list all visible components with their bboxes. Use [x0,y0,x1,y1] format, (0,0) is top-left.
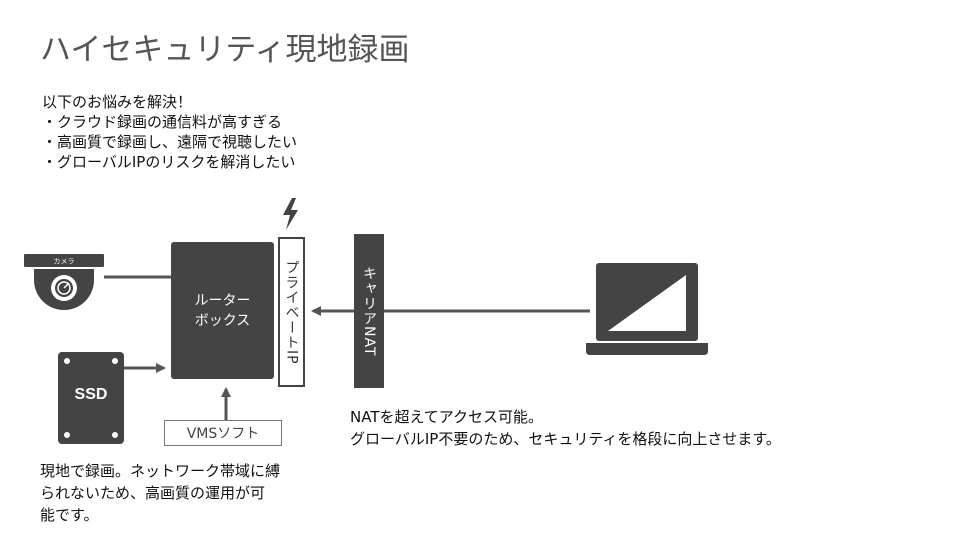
private-ip-label: プライベートIP [283,259,300,365]
problem-item: ・高画質で録画し、遠隔で視聴したい [42,133,298,151]
problem-item: ・グローバルIPのリスクを解消したい [42,153,296,171]
problem-heading: 以下のお悩みを解決！ [42,93,193,111]
problem-item: ・クラウド録画の通信料が高すぎる [42,113,283,131]
carrier-nat-box: キャリアNAT [354,234,384,388]
camera-icon: カメラ [24,254,104,310]
camera-label: カメラ [54,258,75,266]
router-box: ルーター ボックス [171,242,274,379]
note-line: NATを超えてアクセス可能。 [350,408,543,426]
note-line: 能です。 [40,506,99,524]
ssd-label: SSD [74,386,108,403]
nat-access-note: NATを超えてアクセス可能。 グローバルIP不要のため、セキュリティを格段に向上… [350,406,781,450]
router-label-line: ボックス [194,312,251,329]
vms-software-box: VMSソフト [164,420,282,446]
carrier-nat-label: キャリアNAT [361,265,377,357]
router-label-line: ルーター [194,292,251,309]
lightning-icon [283,198,298,230]
laptop-icon [586,263,708,355]
page-title: ハイセキュリティ現地録画 [40,32,410,68]
note-line: 現地で録画。ネットワーク帯域に縛 [40,462,281,480]
local-recording-note: 現地で録画。ネットワーク帯域に縛 られないため、高画質の運用が可 能です。 [40,460,340,526]
note-line: グローバルIP不要のため、セキュリティを格段に向上させます。 [350,430,781,448]
private-ip-box: プライベートIP [278,237,305,387]
problem-list: 以下のお悩みを解決！ ・クラウド録画の通信料が高すぎる ・高画質で録画し、遠隔で… [42,92,297,172]
note-line: られないため、高画質の運用が可 [40,484,266,502]
ssd-icon: SSD [58,352,124,444]
